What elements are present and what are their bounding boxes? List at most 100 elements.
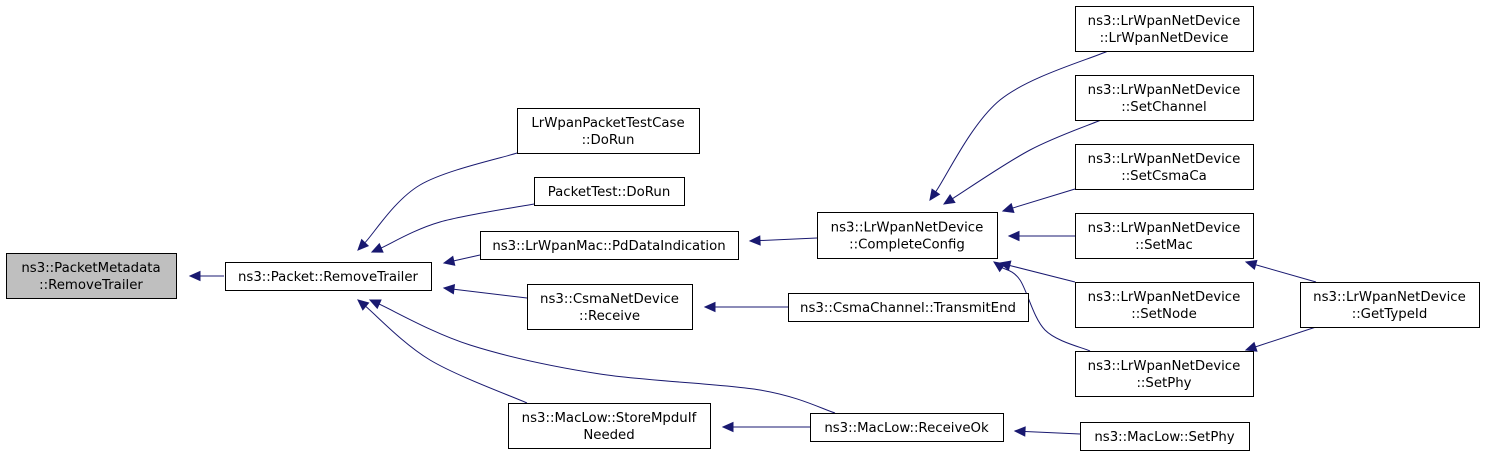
node-label-line: ns3::CsmaChannel::TransmitEnd xyxy=(800,301,1016,316)
edge-line xyxy=(1012,188,1076,209)
arrowhead-icon xyxy=(1244,259,1258,270)
node-box[interactable] xyxy=(1080,422,1250,451)
node-label-line: ns3::PacketMetadata xyxy=(21,261,160,276)
node-lrwpan_setphy[interactable]: ns3::LrWpanNetDevice::SetPhy xyxy=(1075,351,1254,397)
arrowhead-icon xyxy=(188,270,201,282)
node-packet_test_dorun[interactable]: PacketTest::DoRun xyxy=(534,177,685,206)
edge-maclow_storempduif-to-packet_removetrailer xyxy=(357,299,528,404)
node-box[interactable] xyxy=(1075,144,1254,190)
node-lrwpan_setcsmaca[interactable]: ns3::LrWpanNetDevice::SetCsmaCa xyxy=(1075,144,1254,190)
node-box[interactable] xyxy=(225,262,432,291)
edge-line xyxy=(1024,430,1081,435)
node-label-line: ns3::LrWpanNetDevice xyxy=(831,221,984,236)
node-lrwpan_setnode[interactable]: ns3::LrWpanNetDevice::SetNode xyxy=(1075,282,1254,328)
node-box[interactable] xyxy=(788,293,1029,322)
node-lrwpan_setmac[interactable]: ns3::LrWpanNetDevice::SetMac xyxy=(1075,213,1254,259)
arrowhead-icon xyxy=(992,261,1006,273)
edge-line xyxy=(380,203,535,249)
arrowhead-icon xyxy=(1244,341,1258,352)
node-label-line: PacketTest::DoRun xyxy=(548,185,671,200)
edge-csmanetdevice_receive-to-packet_removetrailer xyxy=(442,284,528,299)
edge-lrwpan_ctor-to-lrwpan_completeconfig xyxy=(929,50,1109,201)
arrowhead-icon xyxy=(442,284,456,295)
node-label-line: ns3::MacLow::StoreMpduIf xyxy=(522,411,697,426)
arrowhead-icon xyxy=(1001,202,1015,213)
node-label-line: ::SetNode xyxy=(1131,307,1197,322)
node-lrwpan_completeconfig[interactable]: ns3::LrWpanNetDevice::CompleteConfig xyxy=(817,212,998,259)
edge-line xyxy=(378,303,836,414)
arrowhead-icon xyxy=(721,421,734,433)
edge-lrwpan_setmac-to-lrwpan_completeconfig xyxy=(1007,230,1075,242)
node-label-line: ::RemoveTrailer xyxy=(39,278,143,293)
arrowhead-icon xyxy=(442,255,456,266)
node-label-line: ns3::LrWpanNetDevice xyxy=(1088,290,1241,305)
node-lrwpan_gettypeid[interactable]: ns3::LrWpanNetDevice::GetTypeId xyxy=(1300,282,1480,328)
arrowhead-icon xyxy=(703,301,716,313)
node-label-line: ::Receive xyxy=(579,309,640,324)
edge-packet_test_dorun-to-packet_removetrailer xyxy=(370,203,535,253)
edge-line xyxy=(365,306,528,404)
node-label-line: ns3::MacLow::ReceiveOk xyxy=(824,421,989,436)
node-label-line: ns3::LrWpanNetDevice xyxy=(1088,83,1241,98)
node-csmanetdevice_receive[interactable]: ns3::CsmaNetDevice::Receive xyxy=(527,284,693,330)
node-box[interactable] xyxy=(1075,351,1254,397)
edge-lrwpan_setchannel-to-lrwpan_completeconfig xyxy=(942,119,1102,205)
node-box[interactable] xyxy=(534,177,685,206)
node-lrwpan_packet_test_dorun[interactable]: LrWpanPacketTestCase::DoRun xyxy=(517,108,700,154)
edges-layer xyxy=(188,50,1317,437)
node-label-line: ns3::LrWpanNetDevice xyxy=(1088,14,1241,29)
edge-line xyxy=(1009,264,1076,283)
node-label-line: ::SetMac xyxy=(1135,238,1193,253)
edge-line xyxy=(935,50,1109,193)
node-box[interactable] xyxy=(810,413,1004,442)
node-box[interactable] xyxy=(517,108,700,154)
edge-line xyxy=(364,152,518,244)
node-box[interactable] xyxy=(1300,282,1480,328)
node-label-line: ::GetTypeId xyxy=(1352,307,1428,322)
edge-lrwpan_setcsmaca-to-lrwpan_completeconfig xyxy=(1001,188,1076,213)
node-box[interactable] xyxy=(6,253,177,299)
node-box[interactable] xyxy=(508,403,711,449)
edge-maclow_receiveok-to-maclow_storempduif xyxy=(721,421,810,433)
node-label-line: ::LrWpanNetDevice xyxy=(1100,31,1229,46)
arrowhead-icon xyxy=(1007,230,1020,242)
arrowhead-icon xyxy=(748,235,761,246)
edge-lrwpan_setnode-to-lrwpan_completeconfig xyxy=(998,260,1076,283)
node-pm_removetrailer[interactable]: ns3::PacketMetadata::RemoveTrailer xyxy=(6,253,177,299)
node-label-line: ::SetChannel xyxy=(1121,100,1206,115)
edge-line xyxy=(952,119,1102,200)
node-box[interactable] xyxy=(817,212,998,259)
edge-maclow_setphy-to-maclow_receiveok xyxy=(1013,426,1081,437)
edge-lrwpan_setphy-to-lrwpan_completeconfig xyxy=(992,261,1091,352)
edge-lrwpan_gettypeid-to-lrwpan_setmac xyxy=(1244,259,1317,283)
node-box[interactable] xyxy=(1075,213,1254,259)
node-lrwpanmac_pddataindication[interactable]: ns3::LrWpanMac::PdDataIndication xyxy=(480,231,739,260)
node-box[interactable] xyxy=(1075,6,1254,52)
edge-packet_removetrailer-to-pm_removetrailer xyxy=(188,270,224,282)
node-lrwpan_ctor[interactable]: ns3::LrWpanNetDevice::LrWpanNetDevice xyxy=(1075,6,1254,52)
node-maclow_receiveok[interactable]: ns3::MacLow::ReceiveOk xyxy=(810,413,1004,442)
node-box[interactable] xyxy=(527,284,693,330)
node-box[interactable] xyxy=(1075,75,1254,121)
node-label-line: ns3::LrWpanMac::PdDataIndication xyxy=(492,239,725,254)
arrowhead-icon xyxy=(357,238,370,251)
node-label-line: ns3::Packet::RemoveTrailer xyxy=(238,270,419,285)
node-label-line: ns3::CsmaNetDevice xyxy=(540,292,679,307)
node-lrwpan_setchannel[interactable]: ns3::LrWpanNetDevice::SetChannel xyxy=(1075,75,1254,121)
node-box[interactable] xyxy=(1075,282,1254,328)
node-label-line: Needed xyxy=(583,428,634,443)
arrowhead-icon xyxy=(1013,426,1026,437)
edge-maclow_receiveok-to-packet_removetrailer xyxy=(368,299,836,414)
node-maclow_setphy[interactable]: ns3::MacLow::SetPhy xyxy=(1080,422,1250,451)
node-label-line: ns3::LrWpanNetDevice xyxy=(1313,290,1466,305)
node-label-line: ns3::MacLow::SetPhy xyxy=(1094,430,1234,445)
node-box[interactable] xyxy=(480,231,739,260)
node-csmachannel_transmitend[interactable]: ns3::CsmaChannel::TransmitEnd xyxy=(788,293,1029,322)
edge-line xyxy=(453,288,528,299)
node-packet_removetrailer[interactable]: ns3::Packet::RemoveTrailer xyxy=(225,262,432,291)
node-label-line: ns3::LrWpanNetDevice xyxy=(1088,359,1241,374)
edge-line xyxy=(453,254,481,262)
edge-line xyxy=(1255,326,1317,348)
